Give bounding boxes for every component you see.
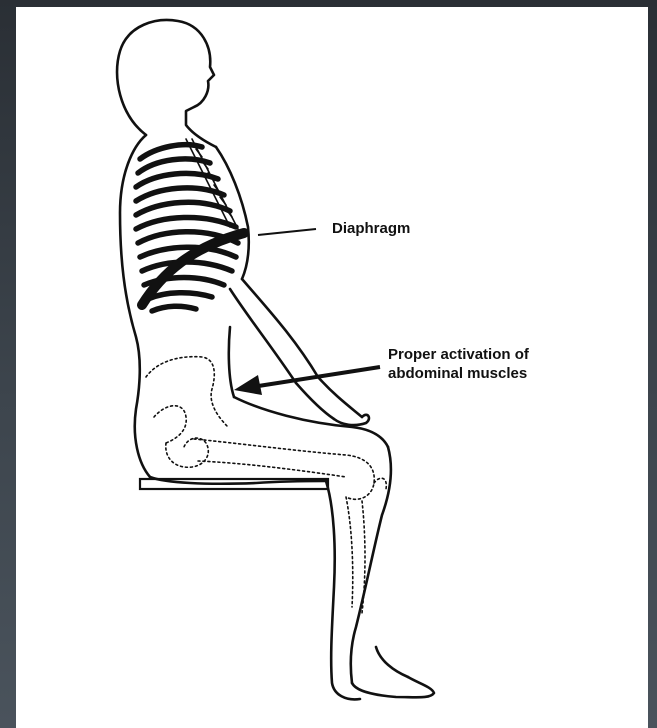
illustration-panel: Diaphragm Proper activation of abdominal… — [16, 7, 648, 728]
body-outline — [117, 20, 434, 699]
diaphragm-label: Diaphragm — [332, 219, 410, 238]
abdominal-muscles-label: Proper activation of abdominal muscles — [388, 345, 529, 383]
abdominal-label-line-1: Proper activation of — [388, 345, 529, 364]
diaphragm-leader-line — [258, 229, 316, 235]
abdominal-arrow — [234, 367, 380, 395]
abdominal-label-line-2: abdominal muscles — [388, 364, 529, 383]
seated-figure-illustration — [16, 7, 648, 728]
